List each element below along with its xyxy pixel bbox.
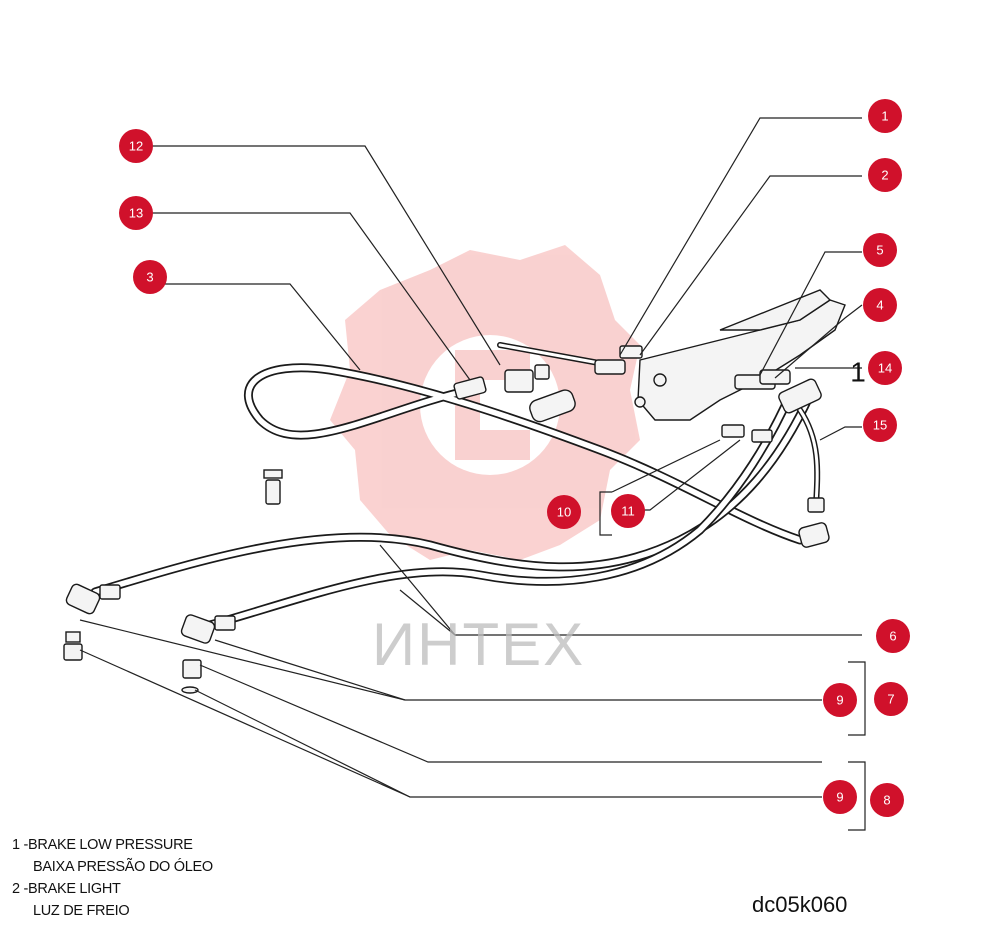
callout-3[interactable]: 3 [133, 260, 167, 294]
callout-15[interactable]: 15 [863, 408, 897, 442]
legend-text-en: BRAKE LOW PRESSURE [28, 837, 193, 853]
legend-item-2-pt: LUZ DE FREIO [12, 900, 213, 922]
svg-text:9: 9 [836, 790, 843, 805]
legend-number: 2 - [12, 881, 29, 897]
svg-text:4: 4 [876, 298, 883, 313]
legend-number: 1 - [12, 837, 29, 853]
legend-text-pt: LUZ DE FREIO [33, 903, 130, 919]
watermark-logo [330, 245, 640, 560]
svg-text:9: 9 [836, 693, 843, 708]
legend-item-2: 2 -BRAKE LIGHT [12, 878, 213, 900]
callout-12[interactable]: 12 [119, 129, 153, 163]
callout-9a[interactable]: 9 [823, 683, 857, 717]
svg-text:3: 3 [146, 270, 153, 285]
svg-text:2: 2 [881, 168, 888, 183]
legend: 1 -BRAKE LOW PRESSURE BAIXA PRESSÃO DO Ó… [12, 834, 213, 922]
legend-item-1: 1 -BRAKE LOW PRESSURE [12, 834, 213, 856]
callout-8[interactable]: 8 [870, 783, 904, 817]
hose-loop [244, 363, 805, 545]
svg-text:12: 12 [129, 139, 143, 154]
svg-text:15: 15 [873, 418, 887, 433]
pipe-right [797, 407, 821, 508]
callout-13[interactable]: 13 [119, 196, 153, 230]
pipe-top [497, 342, 613, 368]
callout-9b[interactable]: 9 [823, 780, 857, 814]
callout-11[interactable]: 11 [611, 494, 645, 528]
hose-long-lower [205, 390, 795, 630]
svg-text:6: 6 [889, 629, 896, 644]
svg-text:14: 14 [878, 361, 892, 376]
fittings [63, 345, 830, 694]
svg-text:11: 11 [621, 504, 635, 519]
svg-text:5: 5 [876, 243, 883, 258]
svg-text:8: 8 [883, 793, 890, 808]
brake-valve-block [634, 289, 846, 421]
hose-long-upper [90, 390, 815, 597]
callout-2[interactable]: 2 [868, 158, 902, 192]
svg-text:1: 1 [881, 109, 888, 124]
svg-text:7: 7 [887, 692, 894, 707]
svg-text:10: 10 [557, 505, 571, 520]
legend-text-pt: BAIXA PRESSÃO DO ÓLEO [33, 859, 213, 875]
bracket-label-14: 1 [850, 357, 866, 388]
callout-4[interactable]: 4 [863, 288, 897, 322]
legend-item-1-pt: BAIXA PRESSÃO DO ÓLEO [12, 856, 213, 878]
svg-text:13: 13 [129, 206, 143, 221]
callout-6[interactable]: 6 [876, 619, 910, 653]
legend-text-en: BRAKE LIGHT [28, 881, 121, 897]
leader-lines [79, 117, 866, 831]
callout-5[interactable]: 5 [863, 233, 897, 267]
watermark-text: ИНТЕХ [372, 611, 586, 678]
callout-10[interactable]: 10 [547, 495, 581, 529]
callout-1[interactable]: 1 [868, 99, 902, 133]
drawing-code: dc05k060 [752, 892, 848, 917]
callout-7[interactable]: 7 [874, 682, 908, 716]
callout-14[interactable]: 14 [868, 351, 902, 385]
